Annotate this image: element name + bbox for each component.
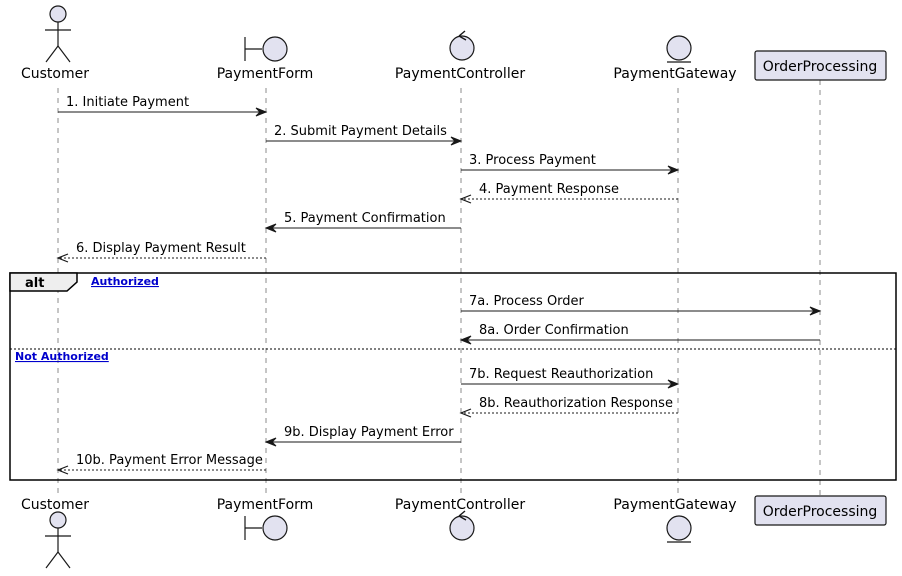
participant-order-processing-top: OrderProcessing bbox=[754, 50, 887, 81]
message: 6. Display Payment Result bbox=[56, 241, 266, 263]
message: 8b. Reauthorization Response bbox=[459, 396, 678, 418]
arrowhead bbox=[255, 107, 268, 117]
message: 8a. Order Confirmation bbox=[459, 323, 820, 345]
participant-payment-form-top: PaymentForm bbox=[217, 36, 314, 82]
participant-label: PaymentGateway bbox=[613, 66, 736, 82]
entity-icon bbox=[666, 515, 692, 543]
alt-fragment: alt Authorized Not Authorized bbox=[9, 272, 897, 481]
message-label: 8b. Reauthorization Response bbox=[479, 396, 673, 411]
message: 4. Payment Response bbox=[459, 182, 678, 204]
message-label: 7b. Request Reauthorization bbox=[469, 367, 653, 382]
participant-payment-gateway-bottom: PaymentGateway bbox=[613, 497, 737, 543]
arrowhead bbox=[56, 465, 69, 475]
participant-label: OrderProcessing bbox=[763, 504, 878, 520]
participant-label: PaymentController bbox=[395, 497, 525, 513]
boundary-icon bbox=[244, 36, 288, 62]
arrowhead bbox=[809, 306, 822, 316]
participant-payment-gateway-top: PaymentGateway bbox=[613, 35, 737, 82]
arrowhead bbox=[450, 136, 463, 146]
participant-customer-bottom: Customer bbox=[21, 497, 89, 569]
arrowhead bbox=[459, 335, 472, 345]
message: 7b. Request Reauthorization bbox=[461, 367, 680, 389]
message: 10b. Payment Error Message bbox=[56, 453, 266, 475]
participant-box bbox=[754, 495, 887, 526]
messages: 1. Initiate Payment 2. Submit Payment Det… bbox=[56, 95, 822, 475]
message-label: 6. Display Payment Result bbox=[76, 241, 246, 256]
participant-order-processing-bottom: OrderProcessing bbox=[754, 495, 887, 526]
message-label: 1. Initiate Payment bbox=[66, 95, 189, 110]
participant-payment-controller-bottom: PaymentController bbox=[395, 497, 525, 541]
control-icon bbox=[449, 510, 475, 541]
participant-label: PaymentForm bbox=[217, 497, 314, 513]
message: 3. Process Payment bbox=[461, 153, 680, 175]
participant-payment-form-bottom: PaymentForm bbox=[217, 497, 314, 541]
participant-payment-controller-top: PaymentController bbox=[395, 30, 525, 82]
actor-icon bbox=[45, 511, 71, 569]
message: 7a. Process Order bbox=[461, 294, 822, 316]
fragment-operator-tab bbox=[9, 272, 78, 292]
arrowhead bbox=[459, 194, 472, 204]
arrowhead bbox=[264, 437, 277, 447]
message-label: 10b. Payment Error Message bbox=[76, 453, 263, 468]
message: 1. Initiate Payment bbox=[58, 95, 268, 117]
message: 2. Submit Payment Details bbox=[266, 124, 463, 146]
participant-label: Customer bbox=[21, 497, 89, 513]
boundary-icon bbox=[244, 515, 288, 541]
fragment-frame bbox=[9, 272, 897, 481]
participant-label: PaymentGateway bbox=[613, 497, 736, 513]
message: 5. Payment Confirmation bbox=[264, 211, 461, 233]
message: 9b. Display Payment Error bbox=[264, 425, 461, 447]
participant-label: PaymentController bbox=[395, 66, 525, 82]
message-label: 3. Process Payment bbox=[469, 153, 596, 168]
actor-icon bbox=[45, 5, 71, 63]
control-icon bbox=[449, 30, 475, 61]
fragment-operator: alt bbox=[25, 276, 44, 291]
arrowhead bbox=[56, 253, 69, 263]
guard-not-authorized: Not Authorized bbox=[15, 350, 109, 363]
entity-icon bbox=[666, 35, 692, 63]
message-label: 4. Payment Response bbox=[479, 182, 619, 197]
message-label: 8a. Order Confirmation bbox=[479, 323, 629, 338]
arrowhead bbox=[667, 379, 680, 389]
message-label: 7a. Process Order bbox=[469, 294, 585, 309]
arrowhead bbox=[264, 223, 277, 233]
message-label: 2. Submit Payment Details bbox=[274, 124, 447, 139]
participant-label: PaymentForm bbox=[217, 66, 314, 82]
arrowhead bbox=[667, 165, 680, 175]
participant-box bbox=[754, 50, 887, 81]
arrowhead bbox=[459, 408, 472, 418]
participant-label: Customer bbox=[21, 66, 89, 82]
participant-label: OrderProcessing bbox=[763, 59, 878, 75]
message-label: 5. Payment Confirmation bbox=[284, 211, 446, 226]
guard-authorized: Authorized bbox=[91, 275, 159, 288]
message-label: 9b. Display Payment Error bbox=[284, 425, 454, 440]
participant-customer-top: Customer bbox=[21, 5, 89, 82]
